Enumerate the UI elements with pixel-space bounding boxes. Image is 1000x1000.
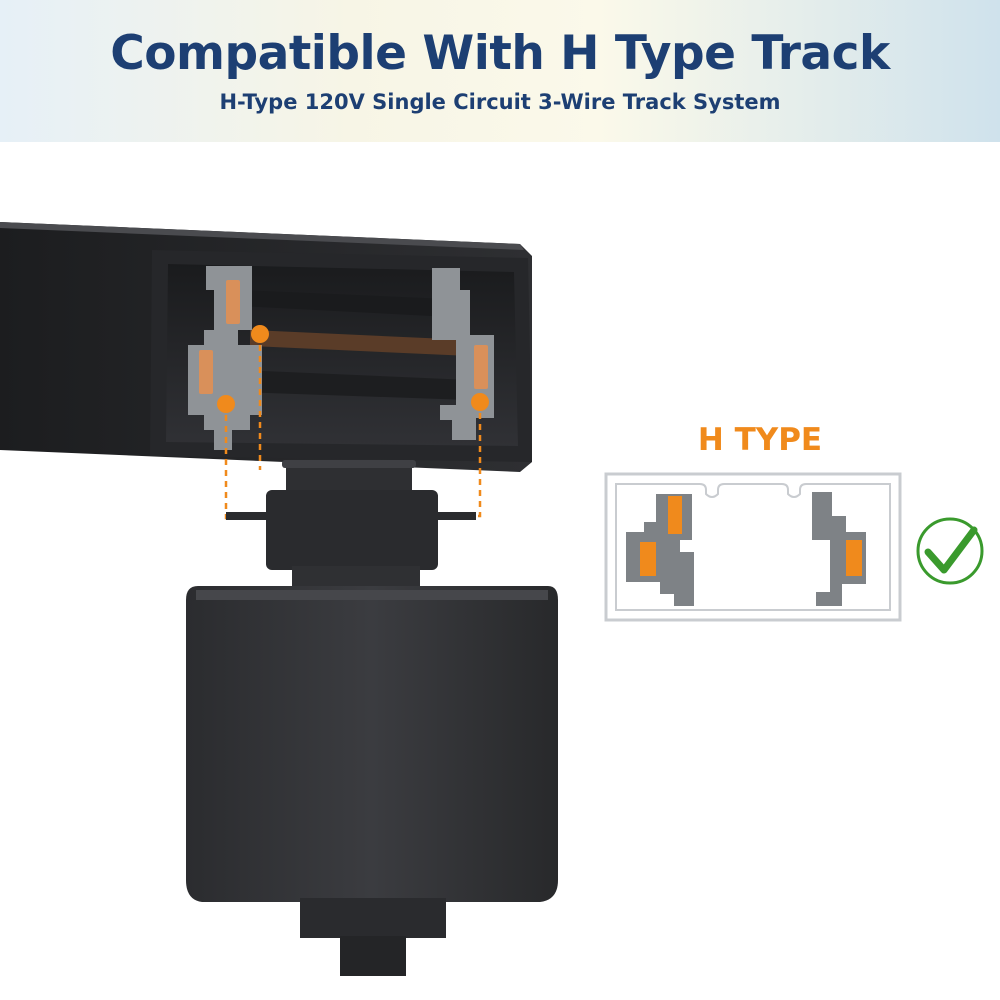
adapter-body-highlight bbox=[196, 590, 548, 600]
adapter-bottom-stem bbox=[300, 898, 446, 938]
adapter-bottom-ring bbox=[340, 936, 406, 976]
h-type-label: H TYPE bbox=[697, 422, 823, 458]
track-rail bbox=[0, 222, 532, 472]
profile-contact-right bbox=[846, 540, 862, 576]
track-inner-bar-low bbox=[240, 370, 470, 400]
h-type-profile-diagram bbox=[604, 472, 902, 622]
page-subtitle: H-Type 120V Single Circuit 3-Wire Track … bbox=[219, 90, 781, 114]
adapter-latch-left bbox=[226, 512, 270, 520]
track-adapter bbox=[186, 460, 558, 976]
track-rail-top-edge bbox=[0, 222, 524, 250]
adapter-latch-right bbox=[436, 512, 476, 520]
profile-contact-left-top bbox=[668, 496, 682, 534]
track-profile-left bbox=[188, 266, 262, 450]
contact-left-mid bbox=[199, 350, 213, 394]
adapter-top-connector-rim bbox=[282, 460, 416, 468]
adapter-main-body bbox=[186, 586, 558, 902]
contact-left-top bbox=[226, 280, 240, 324]
page-title: Compatible With H Type Track bbox=[110, 26, 890, 81]
check-circle-icon bbox=[916, 517, 984, 585]
track-inner-bar-copper bbox=[250, 330, 470, 356]
profile-right-rail bbox=[812, 492, 866, 606]
contact-right bbox=[474, 345, 488, 389]
profile-contact-left-mid bbox=[640, 542, 656, 576]
track-inner-bar-top bbox=[240, 290, 470, 318]
adapter-neck bbox=[266, 490, 438, 570]
header-banner bbox=[0, 0, 1000, 142]
